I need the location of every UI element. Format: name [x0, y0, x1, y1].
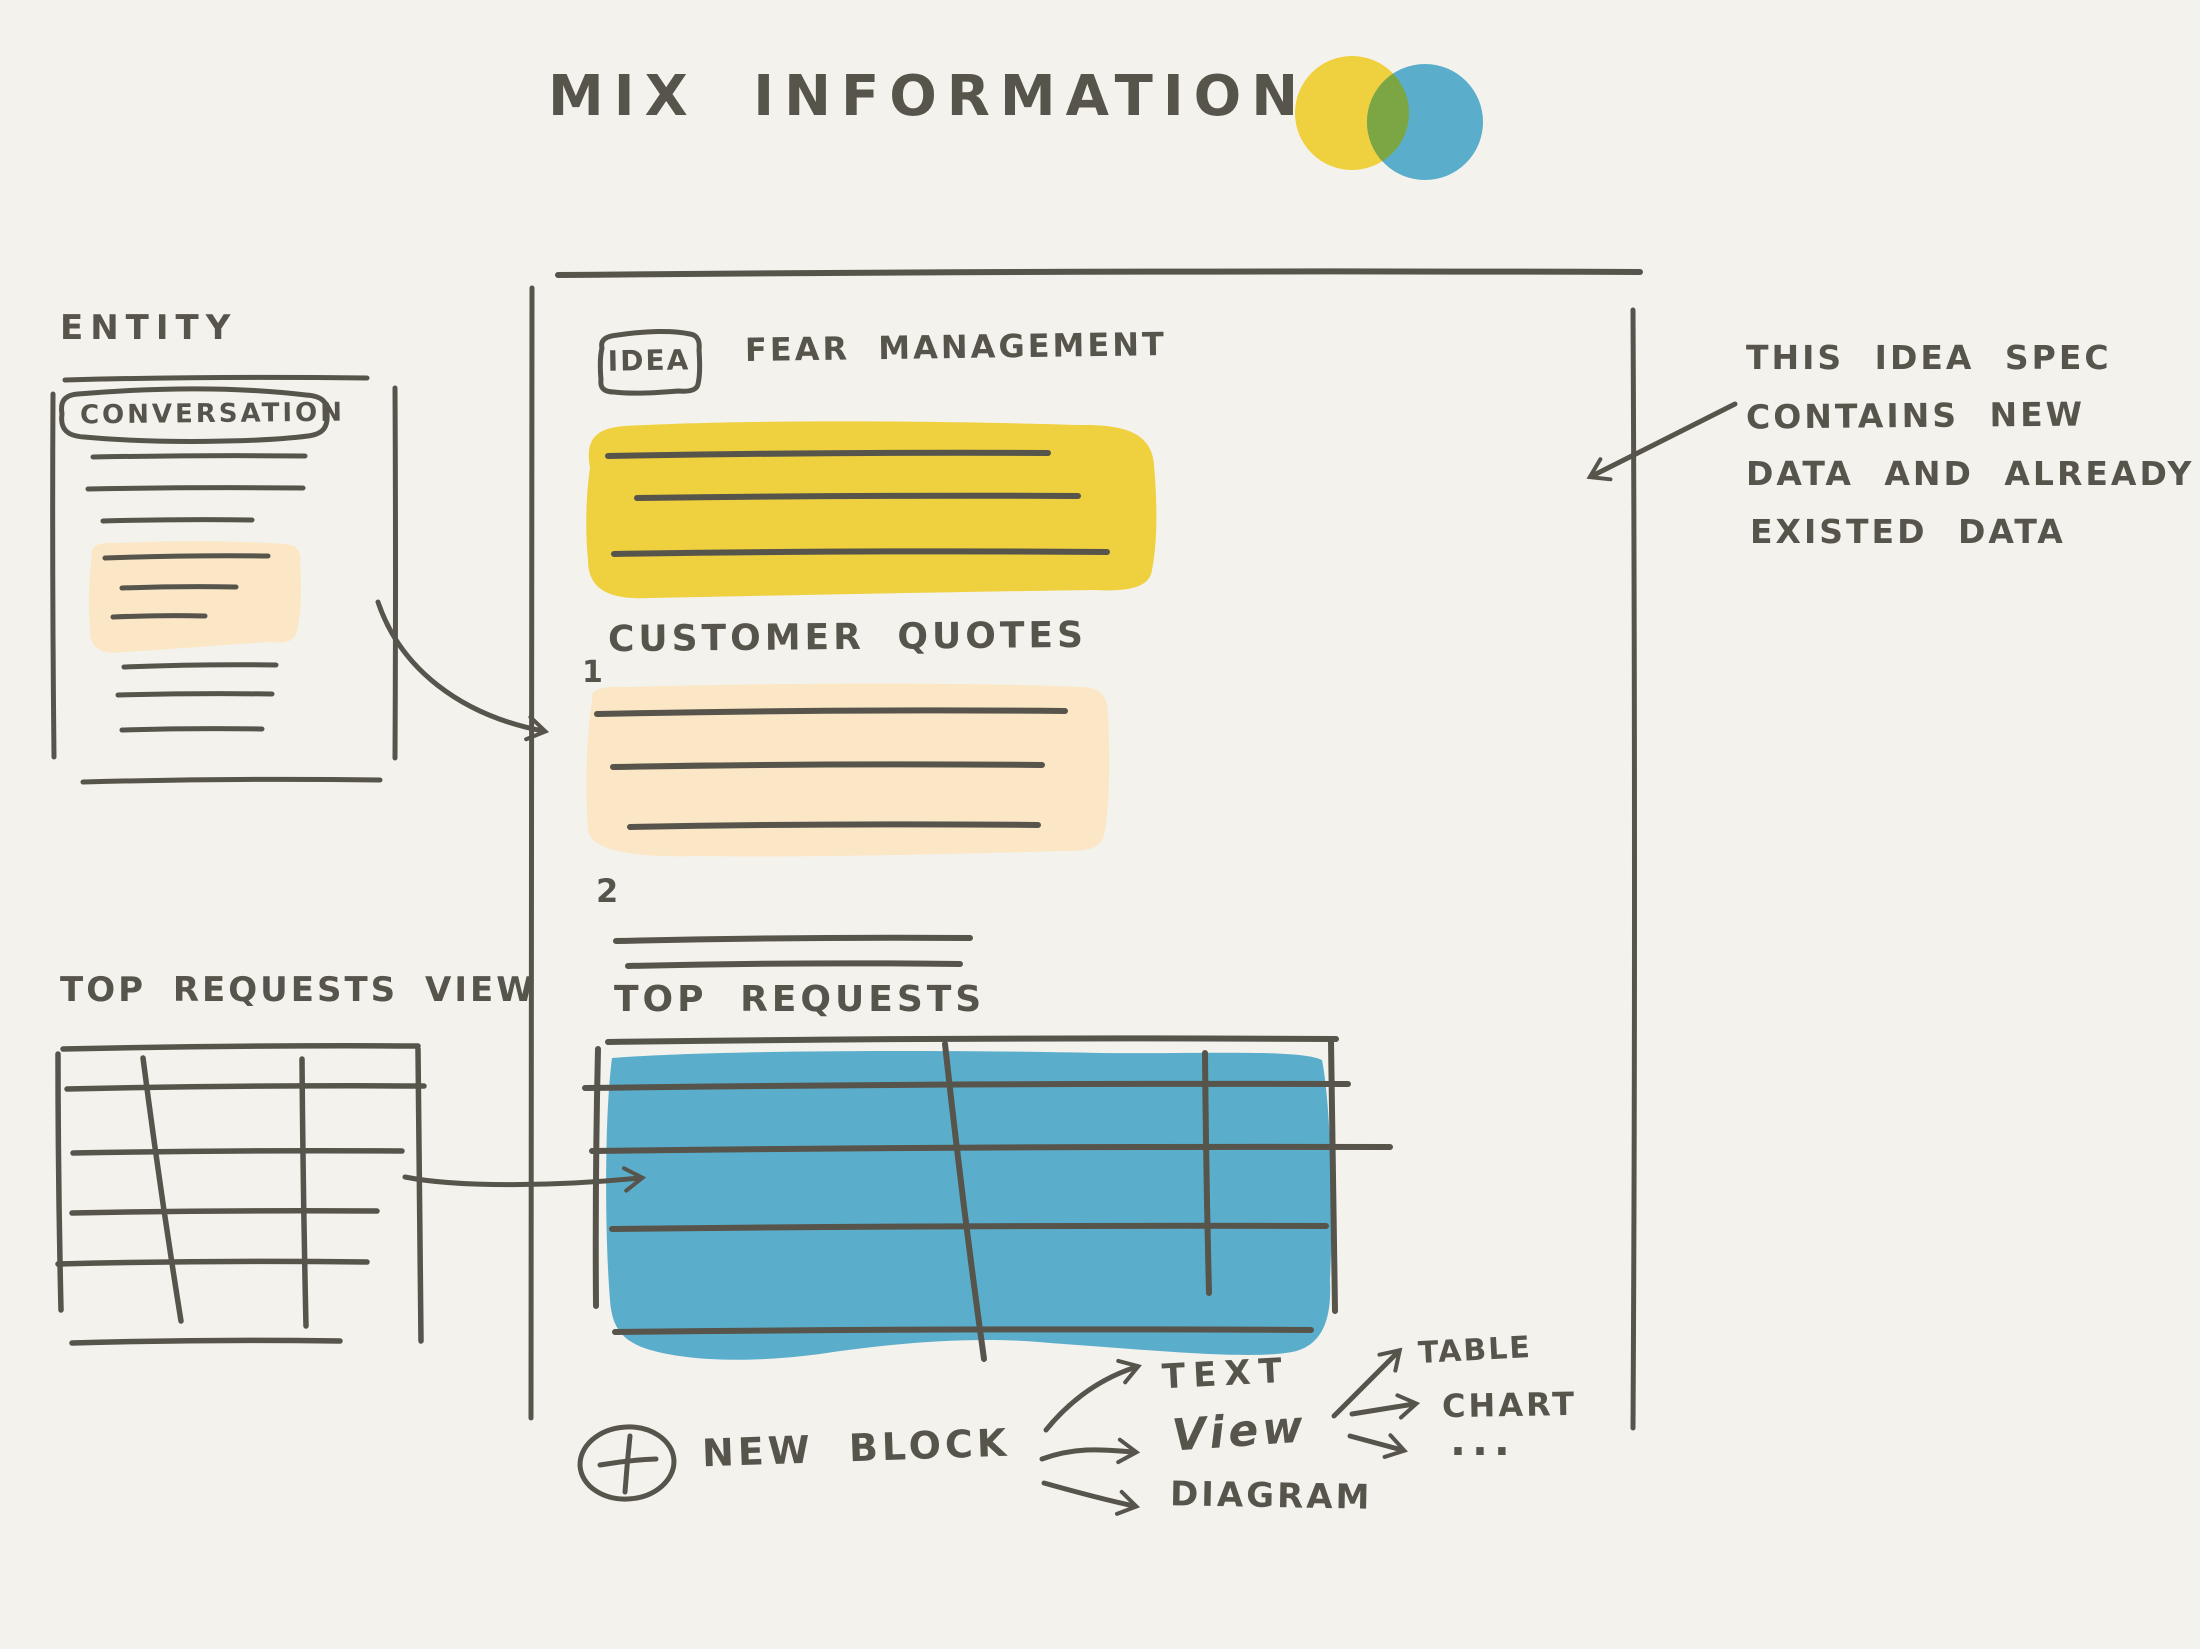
conversation-highlight	[88, 541, 302, 653]
customer-quotes-heading: CUSTOMER QUOTES	[607, 614, 1088, 661]
plus-icon	[577, 1424, 677, 1502]
option-table: TABLE	[1417, 1330, 1533, 1371]
yellow-highlight-block	[586, 421, 1157, 599]
conversation-card-title: CONVERSATION	[79, 397, 346, 431]
option-ellipsis: ...	[1450, 1416, 1516, 1465]
quote-2-lines	[613, 934, 973, 969]
page-title: MIX INFORMATION	[548, 64, 1309, 129]
annotation-arrow	[1586, 401, 1738, 482]
view-table-sketch	[55, 1043, 427, 1346]
entity-label: ENTITY	[60, 308, 238, 348]
conversation-to-quotes-arrow	[375, 599, 550, 742]
quote-1-number: 1	[582, 655, 603, 690]
quote-2-number: 2	[596, 872, 619, 910]
top-requests-heading: TOP REQUESTS	[614, 979, 986, 1020]
top-requests-view-label: TOP REQUESTS VIEW	[60, 970, 537, 1010]
idea-title: FEAR MANAGEMENT	[744, 325, 1168, 369]
view-suboption-arrows	[1331, 1347, 1421, 1459]
option-diagram: DIAGRAM	[1169, 1474, 1373, 1518]
conversation-text-lines	[85, 453, 308, 733]
idea-panel-sketch	[527, 268, 1643, 1431]
table-blue-highlight	[606, 1050, 1332, 1360]
idea-badge-outline	[597, 328, 703, 396]
top-requests-table-sketch	[582, 1035, 1393, 1362]
idea-badge: IDEA	[607, 343, 691, 378]
annotation-note-line: EXISTED DATA	[1750, 512, 2066, 551]
annotation-note-line: DATA AND ALREADY	[1746, 454, 2195, 493]
view-to-table-arrow	[402, 1166, 647, 1193]
new-block-option-arrows	[1039, 1358, 1142, 1516]
option-view: View	[1170, 1401, 1309, 1462]
annotation-note-line: CONTAINS NEW	[1745, 394, 2086, 437]
conversation-card-sketch	[50, 374, 398, 785]
new-block-button[interactable]	[577, 1424, 677, 1502]
quote-1-highlight-block	[586, 683, 1110, 857]
conversation-pill-outline	[59, 386, 330, 444]
option-text: TEXT	[1161, 1350, 1291, 1398]
annotation-note-line: THIS IDEA SPEC	[1746, 338, 2112, 377]
venn-logo-icon	[1295, 56, 1483, 180]
